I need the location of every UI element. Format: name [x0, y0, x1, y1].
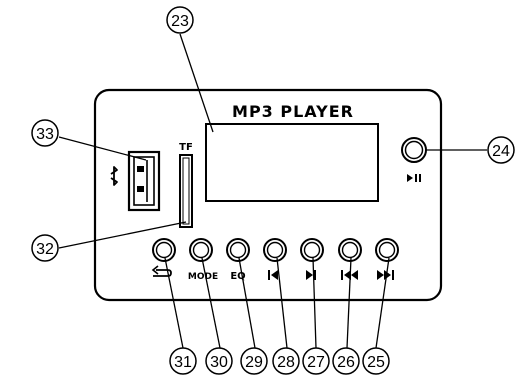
- leader-30: [201, 257, 221, 349]
- rewind-icon: [341, 270, 358, 280]
- leader-23: [179, 33, 214, 133]
- leader-25: [375, 257, 390, 349]
- leader-26: [346, 257, 352, 349]
- repeat-button[interactable]: [152, 238, 176, 262]
- callout-32: 32: [31, 234, 59, 262]
- mode-label: MODE: [188, 272, 218, 282]
- tf-card-slot[interactable]: [179, 154, 193, 228]
- svg-text:29: 29: [245, 354, 263, 371]
- callout-29: 29: [240, 347, 268, 375]
- callout-24: 24: [487, 136, 515, 164]
- mode-button[interactable]: [189, 238, 213, 262]
- svg-text:30: 30: [210, 354, 228, 371]
- tf-label: TF: [179, 142, 193, 153]
- leader-31: [164, 257, 184, 349]
- rewind-button[interactable]: [338, 238, 362, 262]
- fast-forward-button[interactable]: [375, 238, 399, 262]
- svg-text:23: 23: [171, 13, 189, 30]
- leader-28: [276, 257, 288, 349]
- next-icon: [306, 270, 316, 280]
- svg-text:33: 33: [36, 126, 54, 143]
- leader-27: [312, 257, 317, 349]
- callout-30: 30: [205, 347, 233, 375]
- leader-29: [238, 257, 256, 349]
- svg-text:32: 32: [36, 241, 54, 258]
- callout-23: 23: [166, 6, 194, 34]
- bluetooth-icon: [110, 166, 118, 186]
- play-pause-icon: [407, 174, 421, 182]
- next-button[interactable]: [300, 238, 324, 262]
- eq-button[interactable]: [226, 238, 250, 262]
- leader-lines: [58, 33, 487, 349]
- panel-title: MP3 PLAYER: [232, 102, 354, 121]
- svg-text:28: 28: [277, 354, 295, 371]
- svg-text:31: 31: [174, 354, 192, 371]
- usb-port[interactable]: [127, 150, 161, 212]
- callout-27: 27: [302, 347, 330, 375]
- leader-33: [58, 136, 147, 161]
- callout-28: 28: [272, 347, 300, 375]
- play-pause-button[interactable]: [401, 137, 427, 163]
- eq-label: EQ: [230, 271, 245, 282]
- callout-31: 31: [169, 347, 197, 375]
- callout-26: 26: [332, 347, 360, 375]
- lcd-display: [205, 123, 379, 202]
- leader-32: [58, 221, 187, 249]
- svg-text:27: 27: [307, 354, 325, 371]
- svg-text:25: 25: [367, 354, 385, 371]
- callout-33: 33: [31, 119, 59, 147]
- previous-button[interactable]: [263, 238, 287, 262]
- svg-text:24: 24: [492, 143, 510, 160]
- previous-icon: [268, 270, 278, 280]
- svg-text:26: 26: [337, 354, 355, 371]
- callout-25: 25: [362, 347, 390, 375]
